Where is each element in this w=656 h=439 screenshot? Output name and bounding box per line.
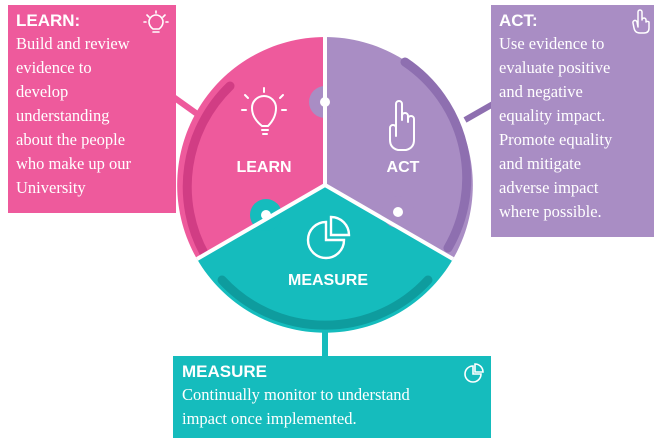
measure-card: MEASURE Continually monitor to understan… <box>173 356 491 438</box>
measure-card-title: MEASURE <box>182 362 268 381</box>
pointing-hand-icon <box>389 100 415 151</box>
act-segment-shade <box>400 57 472 253</box>
lightbulb-icon <box>143 10 169 33</box>
puzzle-knob-hole <box>393 207 403 217</box>
learn-card-line: about the people <box>16 130 126 149</box>
learn-segment <box>177 37 325 259</box>
learn-connector <box>170 93 202 119</box>
act-card-line: and mitigate <box>499 154 582 173</box>
pointing-hand-icon <box>632 9 650 34</box>
act-card-line: where possible. <box>499 202 602 221</box>
pie-chart-icon <box>464 363 484 383</box>
pie-chart-icon <box>306 215 351 260</box>
learn-card: LEARN: Build and review evidence to deve… <box>8 5 176 213</box>
act-label: ACT <box>387 159 420 176</box>
segment-divider <box>323 183 455 261</box>
learn-card-line: understanding <box>16 106 110 125</box>
measure-segment-shade <box>217 275 433 330</box>
measure-card-line: Continually monitor to understand <box>182 385 410 404</box>
segment-divider <box>195 183 327 261</box>
act-card-line: equality impact. <box>499 106 606 125</box>
act-connector <box>463 101 495 123</box>
learn-card-line: Build and review <box>16 34 130 53</box>
learn-card-line: University <box>16 178 86 197</box>
measure-label: MEASURE <box>288 272 368 289</box>
learn-label: LEARN <box>236 159 291 176</box>
act-card-title: ACT: <box>499 11 538 30</box>
act-card-line: Promote equality <box>499 130 613 149</box>
act-card-line: and negative <box>499 82 583 101</box>
act-card-line: evaluate positive <box>499 58 611 77</box>
act-card-line: adverse impact <box>499 178 599 197</box>
learn-card-title: LEARN: <box>16 11 81 30</box>
act-card-line: Use evidence to <box>499 34 605 53</box>
learn-card-line: develop <box>16 82 69 101</box>
lightbulb-icon <box>241 87 287 135</box>
measure-card-line: impact once implemented. <box>182 409 357 428</box>
learn-card-line: who make up our <box>16 154 132 173</box>
learn-segment-shade <box>182 81 235 260</box>
act-card: ACT: Use evidence to evaluate positive a… <box>491 5 654 237</box>
learn-card-line: evidence to <box>16 58 92 77</box>
